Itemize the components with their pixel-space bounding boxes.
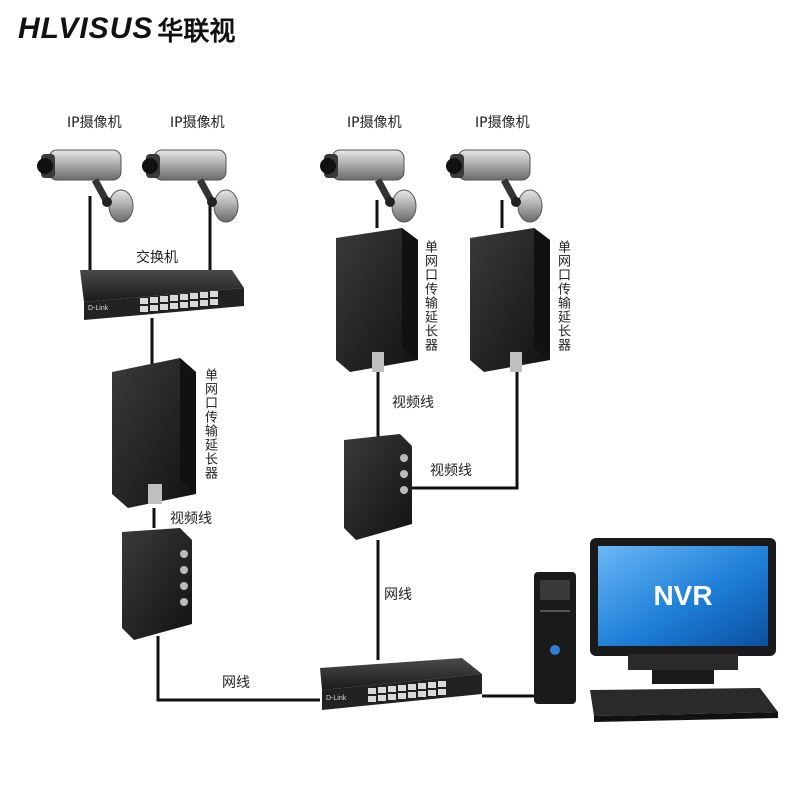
- label-switch-top: 交换机: [136, 250, 178, 266]
- label-ip-camera-1: IP摄像机: [67, 115, 122, 131]
- ip-camera-3: [320, 150, 416, 222]
- extender-left: [112, 358, 196, 508]
- keyboard: [590, 688, 778, 722]
- label-net-line-bottom: 网线: [222, 675, 250, 691]
- brand-logo: HLVISUS 华联视: [18, 12, 236, 47]
- switch-top: D-Link: [80, 270, 244, 320]
- label-extender-3: 单网口传输延长器: [422, 240, 437, 352]
- extender-4: [470, 228, 550, 372]
- switch-bottom: D-Link: [320, 658, 482, 710]
- brand-cn: 华联视: [157, 16, 236, 47]
- label-video-line-right: 视频线: [430, 463, 472, 479]
- nvr-monitor: NVR: [590, 538, 776, 684]
- cable-left-box-switch: [156, 636, 320, 702]
- cables: [88, 196, 535, 702]
- brand-latin: HLVISUS: [18, 12, 154, 45]
- nvr-label: NVR: [653, 580, 712, 611]
- label-video-line-center: 视频线: [392, 395, 434, 411]
- dlink-text-bottom: D-Link: [326, 695, 347, 702]
- pc-tower: [534, 572, 576, 704]
- box-left: [122, 528, 192, 640]
- cable-extender4-box: [412, 372, 519, 490]
- label-ip-camera-2: IP摄像机: [170, 115, 225, 131]
- label-extender-4: 单网口传输延长器: [555, 240, 570, 352]
- dlink-text-top: D-Link: [88, 305, 109, 312]
- ip-camera-4: [446, 150, 542, 222]
- box-center: [344, 434, 412, 540]
- ip-camera-2: [142, 150, 238, 222]
- label-net-line-center: 网线: [384, 587, 412, 603]
- label-video-line-left: 视频线: [170, 511, 212, 527]
- label-extender-left: 单网口传输延长器: [202, 368, 217, 480]
- extender-3: [336, 228, 418, 372]
- label-ip-camera-4: IP摄像机: [475, 115, 530, 131]
- ip-camera-1: [37, 150, 133, 222]
- label-ip-camera-3: IP摄像机: [347, 115, 402, 131]
